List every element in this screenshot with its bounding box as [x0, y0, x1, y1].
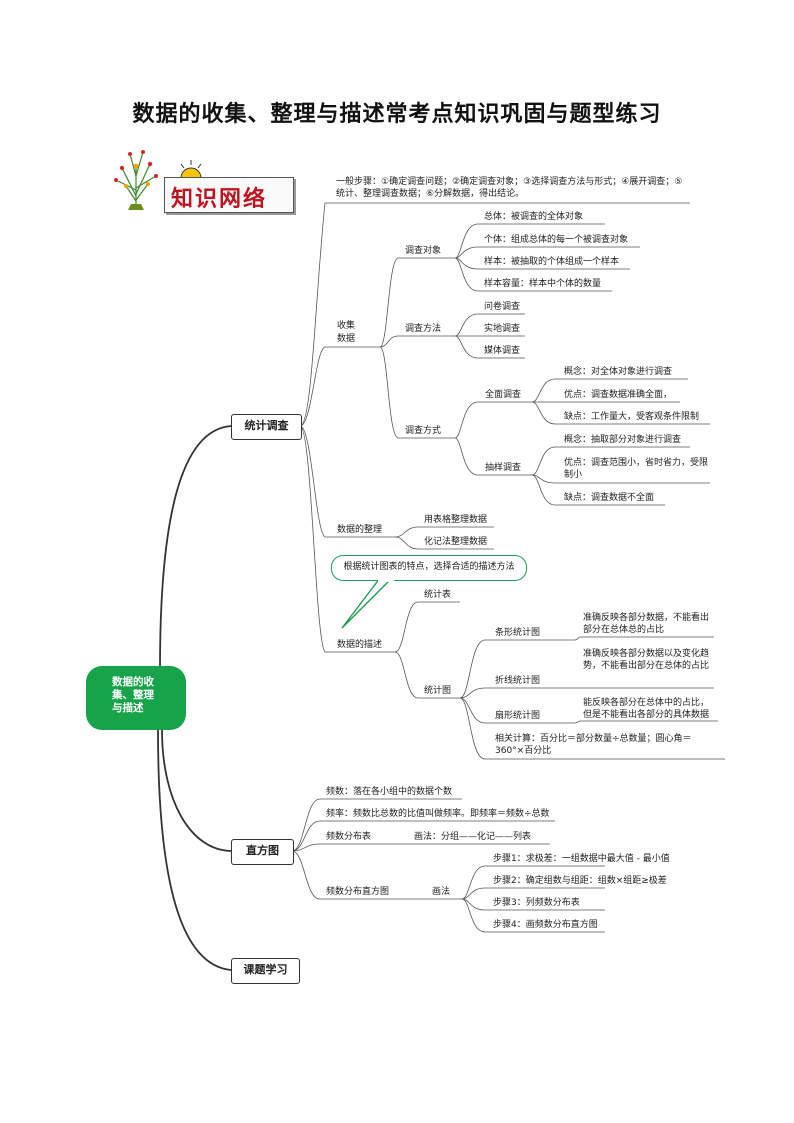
callout-tail-cover: [378, 576, 394, 582]
pie-chart-desc: 能反映各部分在总体中的占比，但是不能看出各部分的具体数据: [583, 698, 710, 720]
sample-survey-item: 优点：调查范围小，省时省力，受限制小: [564, 458, 709, 480]
freq-table-label: 频数分布表: [326, 832, 372, 842]
organize-item: 化记法整理数据: [424, 537, 488, 547]
bar-chart-label: 条形统计图: [495, 628, 541, 638]
method-item: 问卷调查: [484, 302, 521, 312]
sample-survey-item: 缺点：调查数据不全面: [564, 493, 655, 503]
full-survey-label: 全面调查: [485, 390, 522, 400]
percent-calc: 相关计算：百分比＝部分数量÷总数量；圆心角＝360°×百分比: [495, 734, 692, 756]
full-survey-item: 概念：对全体对象进行调查: [564, 367, 673, 377]
method-item: 实地调查: [484, 324, 521, 334]
object-item: 样本：被抽取的个体组成一个样本: [484, 257, 620, 267]
object-item: 总体：被调查的全体对象: [484, 212, 584, 222]
full-survey-item: 优点：调查数据准确全面，: [564, 390, 673, 400]
branch-survey: 统计调查: [231, 414, 302, 440]
method-item: 媒体调查: [484, 346, 521, 356]
histogram-label: 频数分布直方图: [326, 887, 390, 897]
branch-topic: 课题学习: [231, 958, 300, 984]
object-item: 样本容量：样本中个体的数量: [484, 279, 602, 289]
survey-steps: 一般步骤：①确定调查问题；②确定调查对象；③选择调查方法与形式；④展开调查；⑤统…: [336, 177, 683, 199]
describe-callout: 根据统计图表的特点，选择合适的描述方法: [331, 555, 527, 581]
freq-def: 频数：落在各小组中的数据个数: [326, 787, 453, 797]
root-label: 数据的收集、整理与描述: [112, 676, 154, 714]
method-label: 调查方法: [405, 324, 442, 334]
histogram-step: 步骤4：画频数分布直方图: [493, 920, 598, 930]
pie-chart-label: 扇形统计图: [495, 711, 541, 721]
describe-label: 数据的描述: [337, 640, 383, 650]
rate-def: 频率：频数比总数的比值叫做频率。即频率＝频数÷总数: [326, 809, 550, 819]
logo-badge: 知识网络: [164, 177, 294, 213]
sample-survey-label: 抽样调查: [485, 463, 522, 473]
organize-label: 数据的整理: [337, 525, 383, 535]
histogram-step: 步骤1：求极差：一组数据中最大值 - 最小值: [493, 854, 670, 864]
freq-table-method: 画法：分组——化记——列表: [414, 832, 532, 842]
object-item: 个体：组成总体的每一个被调查对象: [484, 235, 629, 245]
mode-label: 调查方式: [405, 426, 442, 436]
root-node: 数据的收集、整理与描述: [86, 666, 186, 730]
full-survey-item: 缺点：工作量大，受客观条件限制: [564, 412, 700, 422]
stat-table-label: 统计表: [424, 590, 452, 600]
sun-icon: [180, 160, 202, 179]
object-label: 调查对象: [405, 246, 442, 256]
page-title: 数据的收集、整理与描述常考点知识巩固与题型练习: [132, 101, 662, 127]
line-chart-desc: 准确反映各部分数据以及变化趋势，不能看出部分在总体的占比: [583, 649, 710, 671]
histogram-step: 步骤2：确定组数与组距：组数×组距≥极差: [493, 876, 667, 886]
collect-data-label: 收集数据: [337, 321, 356, 344]
bar-chart-desc: 准确反映各部分数据，不能看出部分在总体总的占比: [583, 613, 710, 635]
stat-chart-label: 统计图: [424, 686, 452, 696]
branch-histogram: 直方图: [231, 839, 294, 865]
draw-label: 画法: [432, 887, 451, 897]
sample-survey-item: 概念：抽取部分对象进行调查: [564, 435, 682, 445]
logo-text: 知识网络: [171, 186, 268, 212]
histogram-step: 步骤3：列频数分布表: [493, 898, 580, 908]
organize-item: 用表格整理数据: [424, 515, 488, 525]
plant-icon: [114, 150, 158, 210]
line-chart-label: 折线统计图: [495, 676, 541, 686]
